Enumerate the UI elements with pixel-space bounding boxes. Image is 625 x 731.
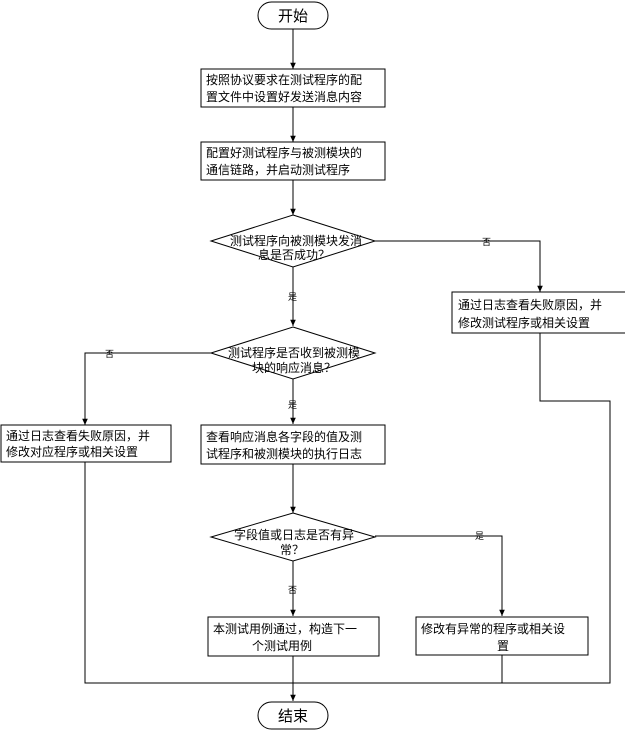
- edge-fail1-return: [293, 333, 611, 684]
- decision1-line1: 测试程序向被测模块发消: [230, 233, 362, 248]
- step3-box: [200, 424, 386, 465]
- fail1-line1: 通过日志查看失败原因，并: [458, 297, 602, 312]
- step1-box: [200, 68, 386, 108]
- fix-node: 修改有异常的程序或相关设 置: [415, 616, 589, 656]
- edge-label-d2-yes: 是: [288, 400, 297, 411]
- end-node: 结束: [257, 701, 329, 730]
- step2-box: [200, 141, 386, 181]
- fail2-line1: 通过日志查看失败原因，并: [6, 428, 150, 443]
- step3-line2: 试程序和被测模块的执行日志: [206, 446, 362, 461]
- decision2-diamond: [209, 326, 377, 380]
- edge-label-d1-no: 否: [482, 237, 491, 248]
- step3-node: 查看响应消息各字段的值及测 试程序和被测模块的执行日志: [200, 424, 386, 465]
- step2-node: 配置好测试程序与被测模块的 通信链路，并启动测试程序: [200, 141, 386, 181]
- step1-node: 按照协议要求在测试程序的配 置文件中设置好发送消息内容: [200, 68, 386, 108]
- fix-line1: 修改有异常的程序或相关设: [421, 621, 565, 636]
- start-node: 开始: [257, 1, 329, 30]
- step1-line1: 按照协议要求在测试程序的配: [206, 72, 362, 87]
- edge-d3-yes: [375, 535, 505, 616]
- end-label: 结束: [278, 707, 308, 725]
- decision2-line2: 块的响应消息？: [252, 360, 336, 375]
- pass-node: 本测试用例通过，构造下一 个测试用例: [207, 616, 380, 657]
- fix-line2: 置: [497, 639, 509, 653]
- step3-line1: 查看响应消息各字段的值及测: [206, 429, 362, 444]
- fail2-box: [0, 424, 172, 463]
- pass-line1: 本测试用例通过，构造下一: [213, 621, 357, 636]
- decision3-node: 字段值或日志是否有异 常？: [209, 512, 377, 562]
- pass-line2: 个测试用例: [252, 638, 312, 653]
- decision1-line2: 息是否成功？: [258, 247, 330, 262]
- step2-line2: 通信链路，并启动测试程序: [206, 162, 350, 177]
- start-label: 开始: [278, 7, 308, 25]
- decision1-diamond: [209, 214, 377, 268]
- end-shape: [257, 701, 329, 730]
- decision3-line1: 字段值或日志是否有异: [234, 527, 354, 542]
- fail2-node: 通过日志查看失败原因，并 修改对应程序或相关设置: [0, 424, 172, 463]
- decision2-node: 测试程序是否收到被测模 块的响应消息？: [209, 326, 377, 380]
- connectors: [82, 29, 611, 701]
- fail1-box: [451, 291, 625, 334]
- start-shape: [257, 1, 329, 30]
- edge-label-d1-yes: 是: [288, 292, 297, 303]
- edge-label-d3-yes: 是: [475, 531, 484, 542]
- decision1-node: 测试程序向被测模块发消 息是否成功？: [209, 214, 377, 268]
- edge-d1-no: [375, 240, 543, 292]
- fail1-node: 通过日志查看失败原因，并 修改测试程序或相关设置: [451, 291, 625, 334]
- edge-label-d2-no: 否: [105, 349, 114, 360]
- step2-line1: 配置好测试程序与被测模块的: [206, 145, 362, 160]
- edge-fail2-return: [84, 462, 293, 684]
- decision3-diamond: [209, 512, 377, 562]
- fail2-line2: 修改对应程序或相关设置: [6, 444, 138, 459]
- fix-box: [415, 616, 589, 656]
- edge-d2-no: [82, 352, 211, 425]
- step1-line2: 置文件中设置好发送消息内容: [206, 89, 362, 104]
- fail1-line2: 修改测试程序或相关设置: [458, 315, 590, 330]
- edge-fix-return: [293, 655, 503, 684]
- pass-box: [207, 616, 380, 657]
- decision2-line1: 测试程序是否收到被测模: [228, 345, 360, 360]
- decision3-line2: 常？: [280, 543, 304, 557]
- edge-label-d3-no: 否: [288, 585, 297, 596]
